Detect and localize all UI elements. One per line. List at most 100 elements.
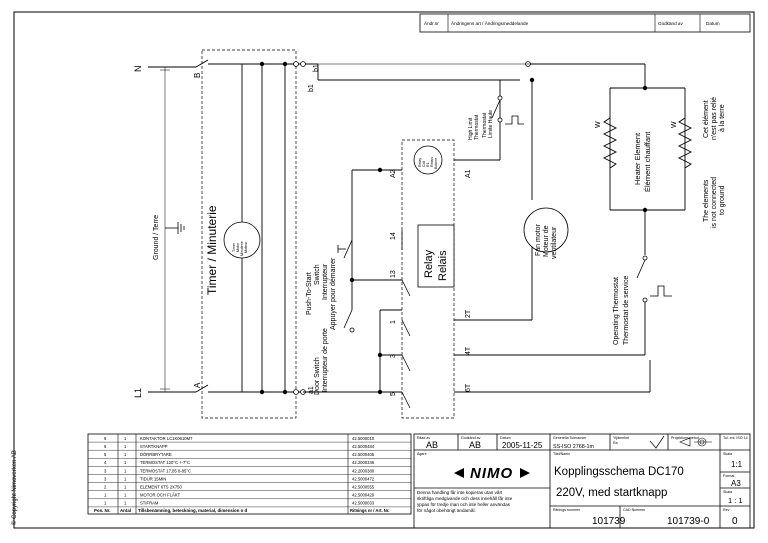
wiring-junctions (349, 77, 648, 395)
bom-header-qty: Antal (120, 508, 131, 513)
svg-text:Thermostat: Thermostat (482, 112, 488, 138)
drawing-title-1: Kopplingsschema DC170 (554, 466, 684, 478)
skala2-value: 1 : 1 (728, 496, 743, 505)
svg-text:Fan motor: Fan motor (535, 223, 542, 256)
svg-text:ventilateur: ventilateur (551, 226, 558, 259)
supply-wiring (148, 59, 301, 393)
svg-text:Relais: Relais (437, 250, 449, 281)
svg-text:2T: 2T (465, 309, 472, 318)
bom-header-partno: Ritnings nr / Art. Nr. (350, 508, 389, 513)
heater-note-fr: Cet élément n'est pas relié à la terre (703, 97, 726, 140)
nimo-logo: NIMO (470, 465, 513, 482)
heater-w-left: W (595, 121, 602, 128)
svg-text:Moteur de: Moteur de (543, 225, 550, 257)
svg-text:A2: A2 (390, 169, 397, 178)
fan-motor-label: Fan motor Moteur de ventilateur (535, 223, 558, 259)
timer-title: Timer / Minuterie (205, 205, 219, 295)
rev-header-approved: Godkänd av (658, 21, 683, 26)
bom-cell: 1 (124, 452, 127, 457)
bom-cell: 5 (104, 452, 107, 457)
skala-value: 1:1 (731, 460, 743, 469)
ytjamnhet-label: Ytjämnhet (613, 436, 629, 440)
cad-label: CAD Nummer (623, 508, 646, 512)
relay-pins: A2 A1 14 13 1 2T 3 4T 5 6T (390, 169, 472, 396)
surface-symbol (649, 435, 665, 449)
drawing-title-2: 220V, med startknapp (556, 487, 667, 499)
skala-label: Skala (723, 452, 732, 456)
bom-cell: 42.2000380 (352, 468, 375, 473)
format-value: A3 (731, 479, 741, 488)
bom-cell: 42.5000033 (352, 501, 375, 506)
svg-text:Bobine: Bobine (434, 158, 438, 169)
bom-cell: TERMOSTAT 17,85 0-85°C (140, 468, 191, 473)
svg-text:Relais: Relais (430, 157, 434, 167)
bom-cell: 4 (104, 460, 107, 465)
svg-text:Moteur: Moteur (244, 241, 248, 253)
relay-title-box (417, 224, 455, 288)
heater-label: Heater Element Élément chauffant (633, 131, 652, 192)
svg-text:3: 3 (390, 354, 397, 358)
svg-text:Thermostat: Thermostat (474, 114, 480, 140)
rev-header-rev: Ändr.nr (424, 20, 439, 26)
svg-text:Cet élément: Cet élément (703, 100, 710, 138)
ytjamnhet-value: Ra (613, 441, 618, 445)
titel-label: Titel/Namn (553, 452, 570, 456)
bom-cell: 1 (124, 493, 127, 498)
heater-w-right: W (671, 121, 678, 128)
bom-cell: 42.2000346 (352, 460, 375, 465)
bom-header-desc: Tillsbenämning, beteckning, material, di… (138, 508, 248, 513)
godkand-av-label: Godkänd av (461, 436, 481, 440)
svg-text:13: 13 (390, 270, 397, 278)
terminal-l1: L1 (133, 388, 143, 398)
ritnings-label: Ritnings nummer (553, 508, 581, 512)
bom-cell: 6 (104, 444, 107, 449)
agare-label: Ägare (417, 452, 427, 456)
bom-header-pos: Pos. Nr. (94, 508, 110, 513)
disclaimer-4: för något obehörigt ändamål. (417, 507, 476, 513)
revision-table: Ändr.nr Ändringens art / Ändringsmeddela… (419, 13, 751, 33)
bom-cell: 3 (104, 476, 107, 481)
bom-cell: 42.5000484 (352, 444, 375, 449)
bom-cell: 1 (104, 493, 107, 498)
ground-symbol (165, 222, 185, 234)
svg-text:Interrupteur: Interrupteur (322, 263, 329, 300)
svg-text:Operating Thermostat: Operating Thermostat (613, 277, 620, 345)
svg-text:Timer: Timer (232, 242, 236, 252)
svg-text:to ground: to ground (719, 185, 726, 215)
bom-cell: 3 (104, 468, 107, 473)
bom-cell: 1 (124, 485, 127, 490)
bom-cell: 1 (124, 501, 127, 506)
terminal-n: N (133, 66, 143, 73)
timer-junctions (259, 61, 288, 395)
bom-cell: 2 (104, 485, 107, 490)
godkand-av-value: AB (469, 440, 481, 450)
relay-contacts (401, 230, 411, 409)
bom-cell: MOTOR OCH FLÄKT (140, 493, 181, 498)
svg-text:1: 1 (390, 320, 397, 324)
heater-note-en: The elements is not connected to ground (703, 177, 726, 228)
bom-cell: 6 (104, 436, 107, 441)
projektion-label: Projektionsmetod (671, 436, 699, 440)
door-switch-label: Door Switch Interrupteur de porte (314, 328, 329, 395)
bom-cell: 1 (124, 468, 127, 473)
bom-cell: 42.5000405 (352, 452, 375, 457)
disclaimer-1: Denna handling får inte kopieras utan vå… (417, 489, 503, 495)
datum-label: Datum (500, 436, 511, 440)
high-limit-thermostat (491, 95, 524, 125)
bom-cell: DÖRRBRYTARE (140, 452, 172, 457)
operating-thermostat (636, 255, 672, 303)
bom-cell: 42.5000555 (352, 485, 375, 490)
door-switch (343, 309, 355, 333)
ground-label: Ground / Terre (153, 215, 160, 260)
heater-elements (602, 117, 693, 169)
svg-text:Motor: Motor (236, 242, 240, 252)
ritad-av-value: AB (426, 440, 438, 450)
title-block-text: Ritad av AB Godkänd av AB Datum 2005-11-… (417, 436, 748, 527)
datum-value: 2005-11-25 (502, 441, 543, 450)
operating-thermostat-label: Operating Thermostat Thermostat de servi… (613, 276, 630, 345)
terminal-b1-right: b1 (313, 64, 320, 72)
svg-text:Heater Element: Heater Element (633, 132, 642, 185)
svg-text:Limite Haute: Limite Haute (488, 110, 494, 138)
